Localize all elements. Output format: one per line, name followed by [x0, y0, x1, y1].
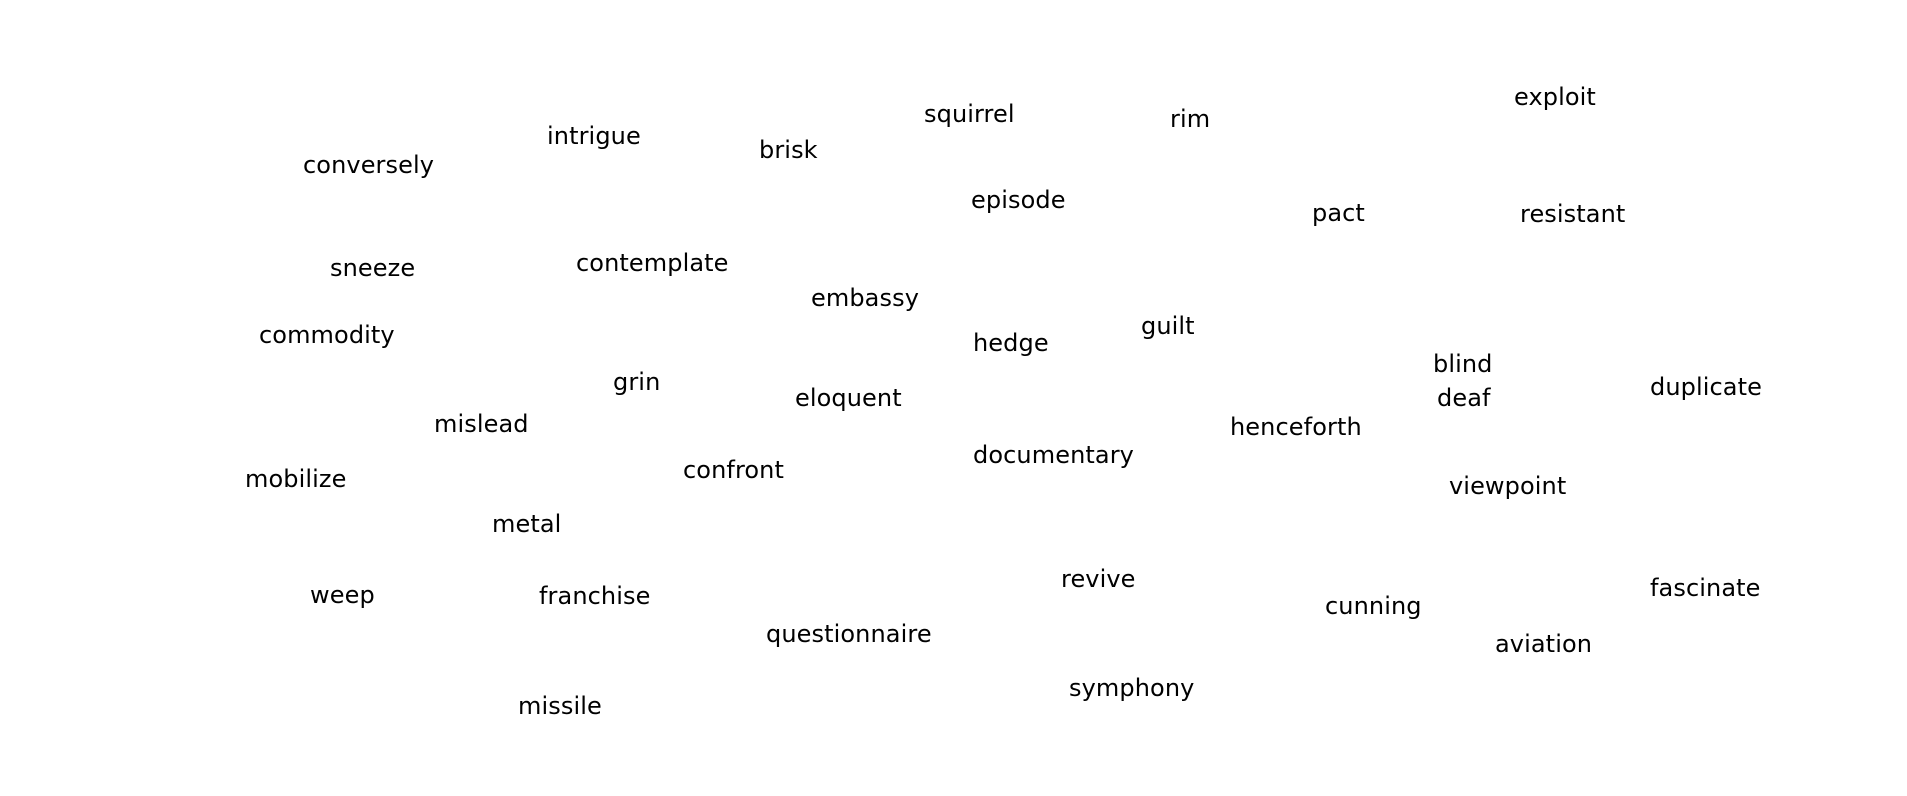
- word-documentary: documentary: [973, 441, 1134, 469]
- word-conversely: conversely: [303, 151, 435, 179]
- word-sneeze: sneeze: [330, 254, 416, 282]
- word-metal: metal: [492, 510, 562, 538]
- word-aviation: aviation: [1495, 630, 1593, 658]
- word-squirrel: squirrel: [924, 100, 1015, 128]
- word-symphony: symphony: [1069, 674, 1195, 702]
- word-guilt: guilt: [1141, 312, 1195, 340]
- word-embassy: embassy: [811, 284, 919, 312]
- word-franchise: franchise: [539, 582, 651, 610]
- word-henceforth: henceforth: [1230, 413, 1362, 441]
- word-viewpoint: viewpoint: [1449, 472, 1567, 500]
- word-brisk: brisk: [759, 136, 818, 164]
- word-blind: blind: [1433, 350, 1493, 378]
- word-cunning: cunning: [1325, 592, 1422, 620]
- word-episode: episode: [971, 186, 1066, 214]
- word-rim: rim: [1170, 105, 1211, 133]
- word-revive: revive: [1061, 565, 1136, 593]
- word-mobilize: mobilize: [245, 465, 347, 493]
- word-hedge: hedge: [973, 329, 1049, 357]
- word-fascinate: fascinate: [1650, 574, 1761, 602]
- word-commodity: commodity: [259, 321, 395, 349]
- word-deaf: deaf: [1437, 384, 1491, 412]
- word-questionnaire: questionnaire: [766, 620, 932, 648]
- word-exploit: exploit: [1514, 83, 1596, 111]
- word-contemplate: contemplate: [576, 249, 729, 277]
- word-intrigue: intrigue: [547, 122, 641, 150]
- word-resistant: resistant: [1520, 200, 1626, 228]
- word-eloquent: eloquent: [795, 384, 902, 412]
- word-grin: grin: [613, 368, 661, 396]
- word-confront: confront: [683, 456, 784, 484]
- word-missile: missile: [518, 692, 602, 720]
- word-weep: weep: [310, 581, 375, 609]
- word-mislead: mislead: [434, 410, 529, 438]
- word-pact: pact: [1312, 199, 1365, 227]
- word-duplicate: duplicate: [1650, 373, 1762, 401]
